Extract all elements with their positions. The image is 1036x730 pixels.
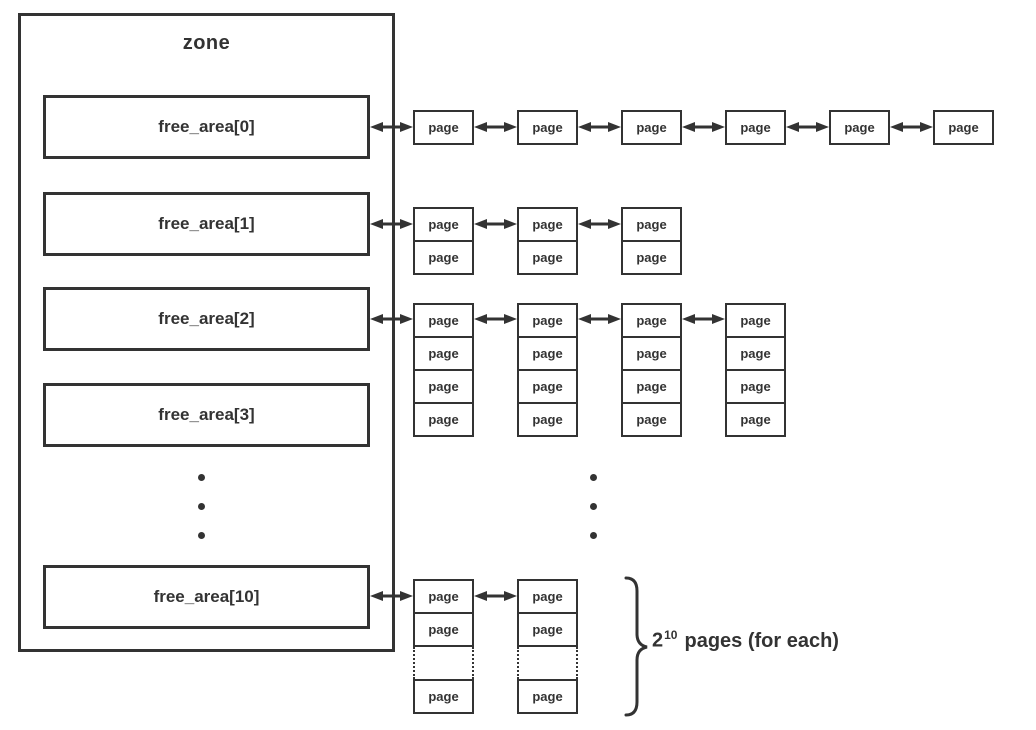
zone-box bbox=[18, 13, 395, 652]
ellipsis-dot bbox=[198, 503, 205, 510]
curly-brace-icon bbox=[624, 576, 648, 717]
double-arrow-icon bbox=[370, 218, 413, 230]
page-box: page bbox=[725, 110, 786, 145]
page-box: page bbox=[413, 336, 474, 371]
page-box: page bbox=[517, 207, 578, 242]
double-arrow-icon bbox=[474, 590, 517, 602]
page-box: page bbox=[517, 402, 578, 437]
free-area-label-1: free_area[1] bbox=[158, 214, 255, 233]
page-box: page bbox=[517, 336, 578, 371]
page-box: page bbox=[725, 369, 786, 404]
annotation-base: 2 bbox=[652, 629, 664, 652]
page-box: page bbox=[725, 336, 786, 371]
page-box: page bbox=[413, 303, 474, 338]
ellipsis-dot bbox=[590, 532, 597, 539]
free-area-box-0: free_area[0] bbox=[43, 95, 370, 159]
free-area-label-2: free_area[2] bbox=[158, 309, 255, 328]
double-arrow-icon bbox=[682, 121, 725, 133]
page-box: page bbox=[413, 612, 474, 647]
free-area-label-0: free_area[0] bbox=[158, 117, 255, 136]
double-arrow-icon bbox=[890, 121, 933, 133]
zone-title: zone bbox=[182, 32, 231, 54]
ellipsis-dot bbox=[590, 474, 597, 481]
page-box: page bbox=[517, 612, 578, 647]
double-arrow-icon bbox=[578, 121, 621, 133]
page-box: page bbox=[413, 207, 474, 242]
page-box: page bbox=[621, 336, 682, 371]
page-box: page bbox=[413, 579, 474, 614]
free-area-box-2: free_area[2] bbox=[43, 287, 370, 351]
ellipsis-dot bbox=[198, 532, 205, 539]
annotation-exponent: 10 bbox=[664, 628, 678, 642]
free-area-label-10: free_area[10] bbox=[153, 587, 260, 606]
page-box: page bbox=[413, 402, 474, 437]
double-arrow-icon bbox=[682, 313, 725, 325]
page-box: page bbox=[413, 110, 474, 145]
annotation-suffix: pages (for each) bbox=[684, 629, 839, 652]
ellipsis-dot bbox=[198, 474, 205, 481]
truncation-dotted-gap bbox=[413, 647, 474, 679]
page-box: page bbox=[621, 402, 682, 437]
double-arrow-icon bbox=[474, 121, 517, 133]
free-area-box-1: free_area[1] bbox=[43, 192, 370, 256]
page-box: page bbox=[413, 240, 474, 275]
page-box: page bbox=[621, 240, 682, 275]
free-area-box-3: free_area[3] bbox=[43, 383, 370, 447]
page-box: page bbox=[517, 110, 578, 145]
page-box: page bbox=[517, 679, 578, 714]
double-arrow-icon bbox=[474, 313, 517, 325]
page-box: page bbox=[517, 579, 578, 614]
free-area-label-3: free_area[3] bbox=[158, 405, 255, 424]
page-box: page bbox=[621, 207, 682, 242]
double-arrow-icon bbox=[370, 313, 413, 325]
page-box: page bbox=[413, 679, 474, 714]
page-box: page bbox=[725, 303, 786, 338]
double-arrow-icon bbox=[578, 313, 621, 325]
double-arrow-icon bbox=[578, 218, 621, 230]
pages-count-annotation: 210 pages (for each) bbox=[652, 628, 839, 653]
truncation-dotted-gap bbox=[517, 647, 578, 679]
page-box: page bbox=[517, 303, 578, 338]
page-box: page bbox=[413, 369, 474, 404]
free-area-box-10: free_area[10] bbox=[43, 565, 370, 629]
page-box: page bbox=[933, 110, 994, 145]
page-box: page bbox=[621, 369, 682, 404]
page-box: page bbox=[829, 110, 890, 145]
double-arrow-icon bbox=[474, 218, 517, 230]
page-box: page bbox=[621, 110, 682, 145]
page-box: page bbox=[517, 240, 578, 275]
double-arrow-icon bbox=[786, 121, 829, 133]
ellipsis-dot bbox=[590, 503, 597, 510]
page-box: page bbox=[621, 303, 682, 338]
page-box: page bbox=[725, 402, 786, 437]
page-box: page bbox=[517, 369, 578, 404]
double-arrow-icon bbox=[370, 590, 413, 602]
double-arrow-icon bbox=[370, 121, 413, 133]
